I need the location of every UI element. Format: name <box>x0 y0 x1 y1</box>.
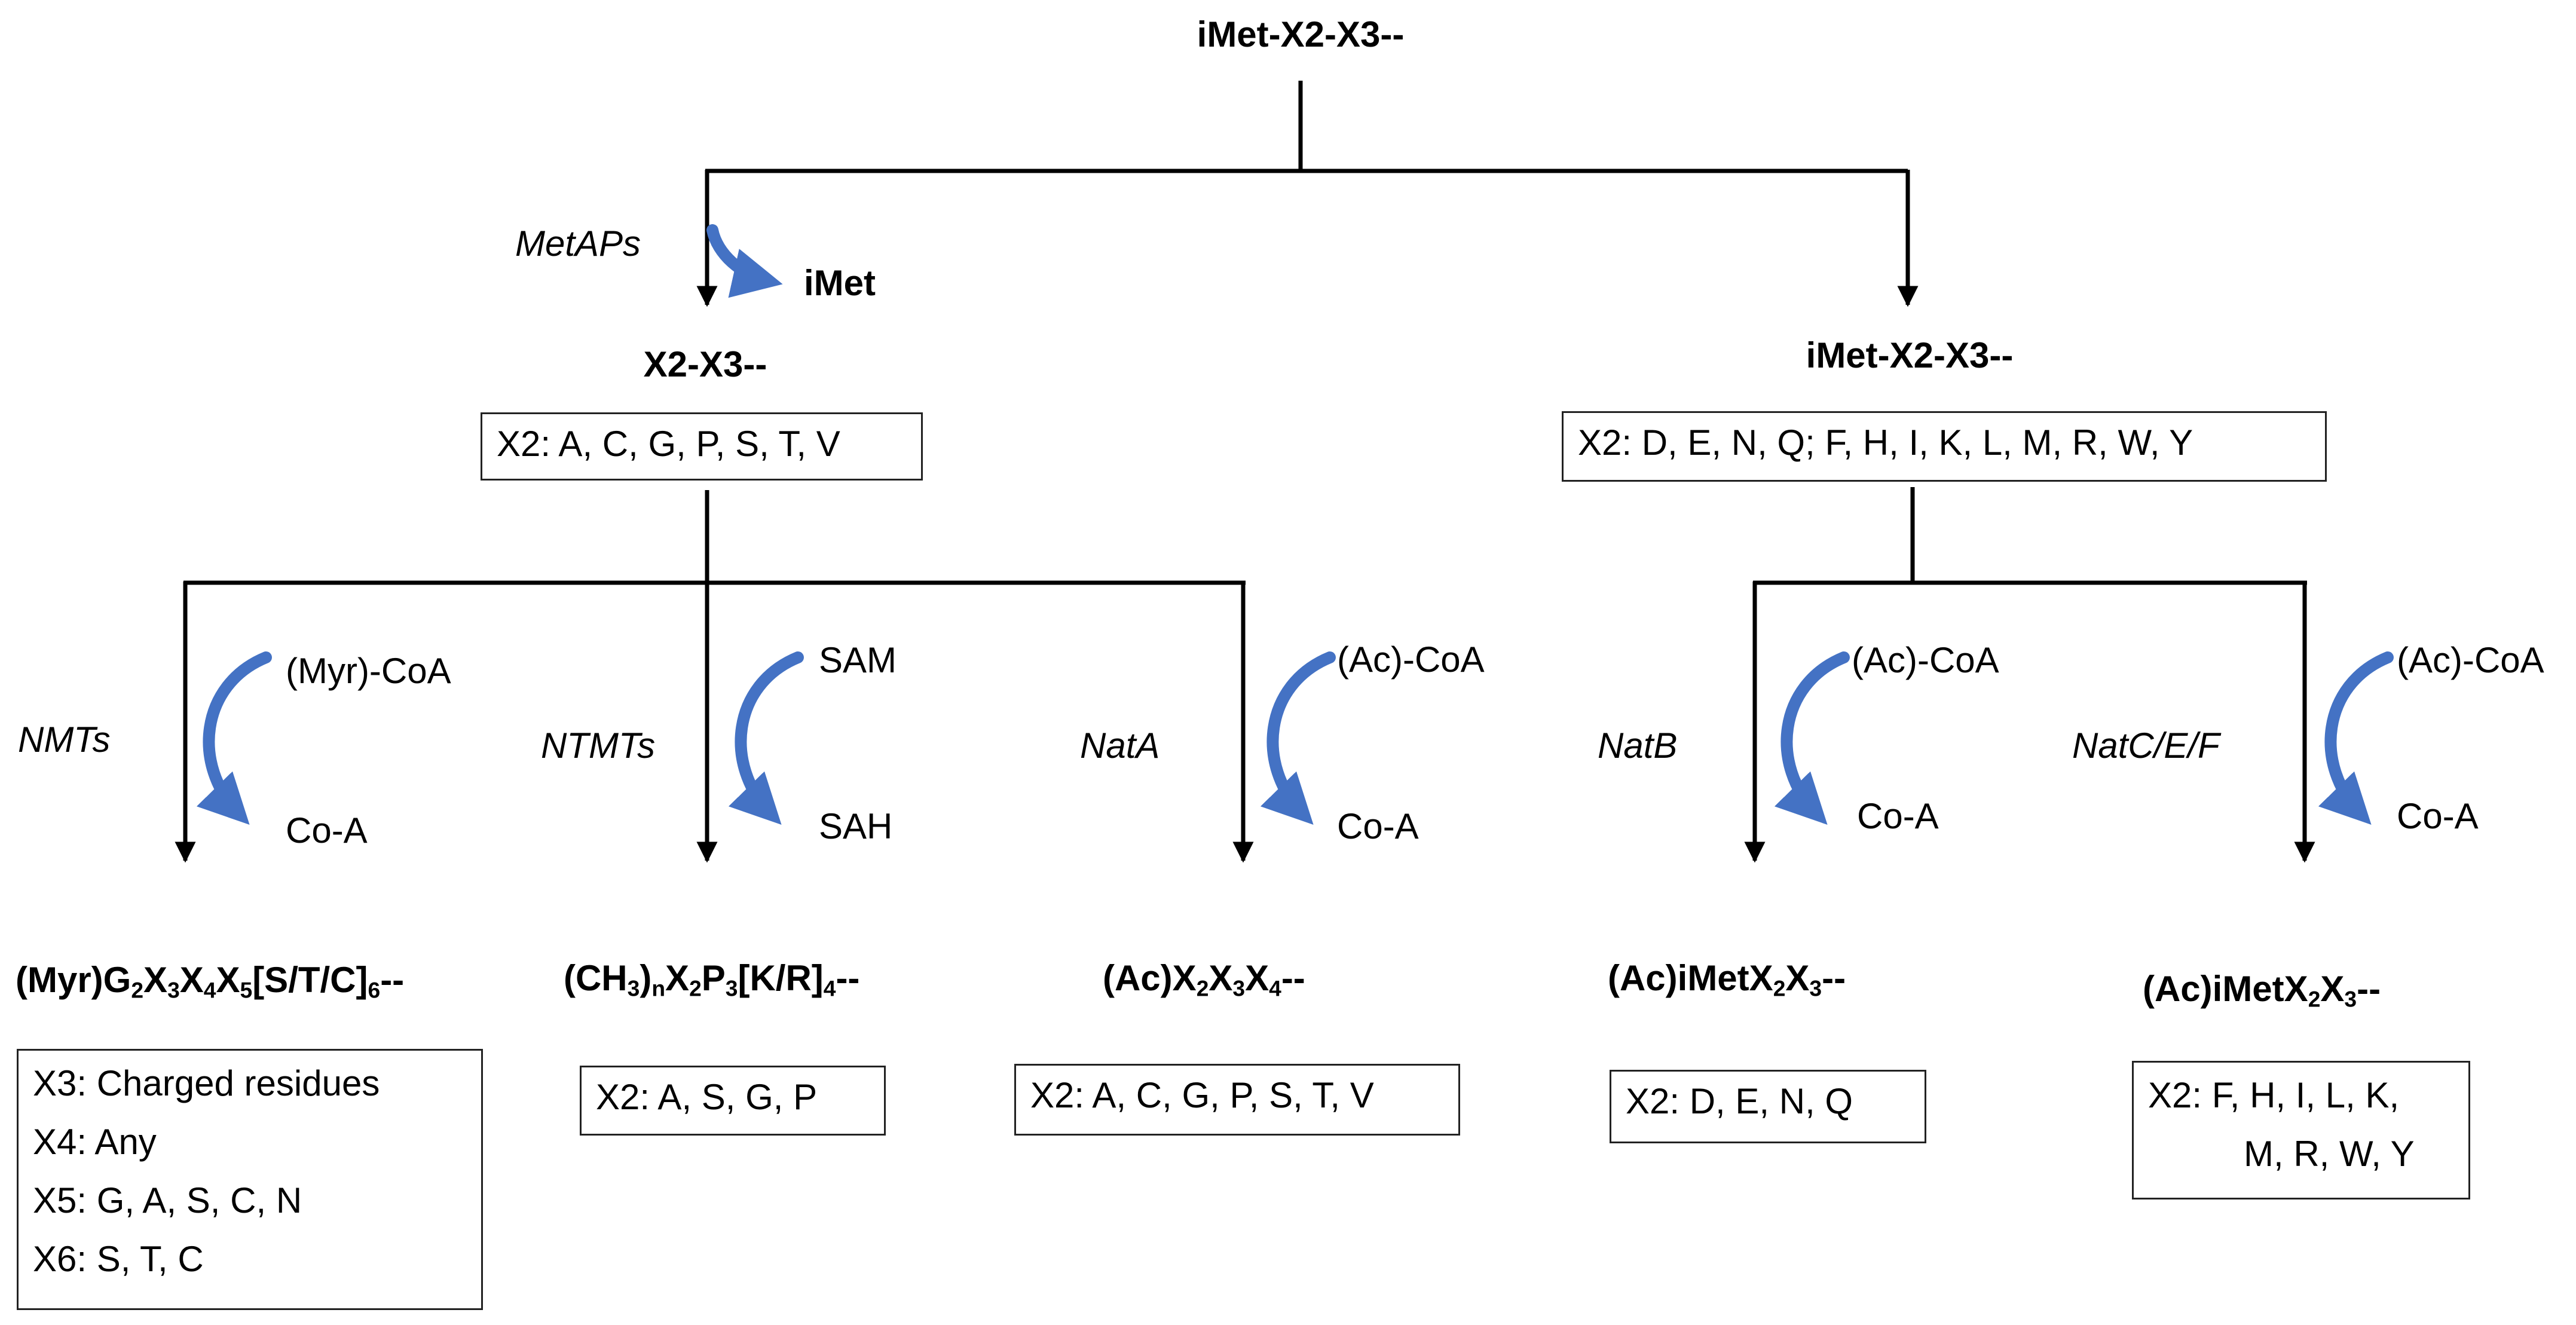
ntmt-substrate-label: SAM <box>819 640 897 680</box>
right-x2-box: X2: D, E, N, Q; F, H, I, K, L, M, R, W, … <box>1562 411 2327 482</box>
metaps-enzyme-label: MetAPs <box>515 224 641 264</box>
ntmt-curved-arrow <box>728 651 804 825</box>
metap-curved-arrow <box>706 224 783 298</box>
nmt-curved-arrow <box>196 651 272 825</box>
nmt-byproduct-label: Co-A <box>286 810 368 850</box>
natc-box-line: X2: F, H, I, L, K, <box>2148 1075 2400 1115</box>
nmt-substrate-label: (Myr)-CoA <box>286 651 451 691</box>
ntmt-enzyme-label: NTMTs <box>541 726 656 766</box>
ntmt-formula: (CH3)nX2P3[K/R]4-- <box>564 958 860 1001</box>
nmt-residue-box: X3: Charged residues X4: Any X5: G, A, S… <box>17 1049 483 1310</box>
nata-substrate-label: (Ac)-CoA <box>1337 639 1485 680</box>
natc-curved-arrow <box>2318 651 2394 825</box>
natc-formula: (Ac)iMetX2X3-- <box>2143 969 2381 1012</box>
nmt-box-line: X6: S, T, C <box>33 1239 204 1279</box>
natb-byproduct-label: Co-A <box>1857 796 1939 836</box>
left-x2-box: X2: A, C, G, P, S, T, V <box>481 412 923 481</box>
nata-formula: (Ac)X2X3X4-- <box>1103 958 1305 1001</box>
ntmt-residue-box: X2: A, S, G, P <box>580 1066 886 1136</box>
nmt-box-line: X5: G, A, S, C, N <box>33 1180 302 1220</box>
nmt-formula: (Myr)G2X3X4X5[S/T/C]6-- <box>16 960 405 1003</box>
natc-residue-box: X2: F, H, I, L, K, M, R, W, Y <box>2132 1061 2470 1199</box>
natb-residue-box: X2: D, E, N, Q <box>1610 1070 1926 1143</box>
ntmt-byproduct-label: SAH <box>819 806 893 846</box>
natc-box-line: M, R, W, Y <box>2244 1134 2415 1174</box>
natb-formula: (Ac)iMetX2X3-- <box>1608 958 1846 1001</box>
nata-residue-box: X2: A, C, G, P, S, T, V <box>1014 1064 1460 1136</box>
right-result-label: iMet-X2-X3-- <box>1806 335 2014 375</box>
imet-product-label: iMet <box>804 263 876 303</box>
natc-byproduct-label: Co-A <box>2397 796 2479 836</box>
natb-enzyme-label: NatB <box>1598 726 1678 766</box>
nata-byproduct-label: Co-A <box>1337 806 1419 846</box>
nata-curved-arrow <box>1260 651 1336 825</box>
nmt-box-line: X3: Charged residues <box>33 1063 380 1103</box>
natc-substrate-label: (Ac)-CoA <box>2397 640 2544 680</box>
nata-enzyme-label: NatA <box>1080 726 1160 766</box>
natb-curved-arrow <box>1774 651 1850 825</box>
left-result-label: X2-X3-- <box>643 344 767 384</box>
nmt-enzyme-label: NMTs <box>18 720 111 760</box>
root-label: iMet-X2-X3-- <box>1197 14 1405 54</box>
natc-enzyme-label: NatC/E/F <box>2072 726 2220 766</box>
natb-substrate-label: (Ac)-CoA <box>1852 640 1999 680</box>
nmt-box-line: X4: Any <box>33 1122 157 1162</box>
